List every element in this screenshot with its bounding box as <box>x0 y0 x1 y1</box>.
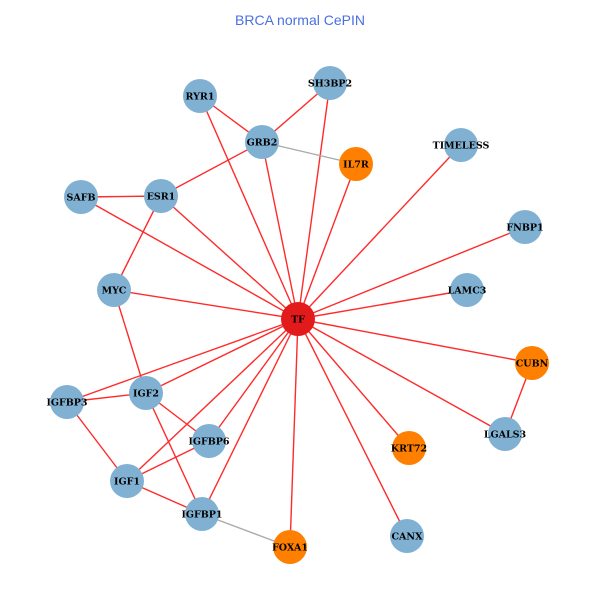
node-circle <box>183 79 217 113</box>
node-il7r[interactable]: IL7R <box>339 147 373 181</box>
node-igfbp1[interactable]: IGFBP1 <box>181 497 223 531</box>
node-igfbp3[interactable]: IGFBP3 <box>46 385 88 419</box>
node-igf1[interactable]: IGF1 <box>110 464 144 498</box>
node-fnbp1[interactable]: FNBP1 <box>506 210 544 244</box>
node-grb2[interactable]: GRB2 <box>245 125 279 159</box>
edge-esr1-myc <box>113 195 162 291</box>
node-myc[interactable]: MYC <box>97 273 131 307</box>
node-safb[interactable]: SAFB <box>64 180 98 214</box>
node-label: CUBN <box>516 359 549 370</box>
node-krt72[interactable]: KRT72 <box>391 431 427 465</box>
edge-tf-lamc3 <box>297 289 468 320</box>
node-circle <box>110 464 144 498</box>
edge-tf-foxa1 <box>289 318 299 548</box>
chart-title: BRCA normal CePIN <box>235 12 365 28</box>
node-label: GRB2 <box>247 138 278 149</box>
edge-tf-sh3bp2 <box>297 82 331 320</box>
node-circle <box>444 128 478 162</box>
edge-tf-igfbp1 <box>201 318 299 515</box>
node-esr1[interactable]: ESR1 <box>144 179 178 213</box>
node-circle <box>185 497 219 531</box>
node-lgals3[interactable]: LGALS3 <box>484 417 526 451</box>
edge-igf2-igfbp1 <box>145 392 203 515</box>
node-label: FOXA1 <box>272 543 308 554</box>
edge-tf-lgals3 <box>297 318 506 435</box>
edge-tf-ryr1 <box>199 95 299 320</box>
node-label: CANX <box>392 532 424 543</box>
node-label: IGFBP6 <box>188 437 229 448</box>
node-cubn[interactable]: CUBN <box>515 346 549 380</box>
node-label: LAMC3 <box>448 286 487 297</box>
node-label: MYC <box>102 286 127 297</box>
edge-tf-il7r <box>297 163 357 320</box>
edge-tf-igf1 <box>126 318 299 482</box>
node-igfbp6[interactable]: IGFBP6 <box>188 424 230 458</box>
node-label: IGFBP3 <box>46 398 87 409</box>
node-label: KRT72 <box>391 444 427 455</box>
node-timeless[interactable]: TIMELESS <box>433 128 490 162</box>
edge-tf-myc <box>113 289 299 320</box>
node-canx[interactable]: CANX <box>390 519 424 553</box>
node-circle <box>450 273 484 307</box>
node-circle <box>50 385 84 419</box>
node-tf[interactable]: TF <box>281 302 315 336</box>
node-circle <box>64 180 98 214</box>
node-label: FNBP1 <box>506 223 543 234</box>
node-circle <box>273 530 307 564</box>
node-lamc3[interactable]: LAMC3 <box>448 273 487 307</box>
node-ryr1[interactable]: RYR1 <box>183 79 217 113</box>
node-circle <box>390 519 424 553</box>
edge-tf-igf2 <box>145 318 299 394</box>
edge-tf-safb <box>80 196 299 320</box>
node-label: ESR1 <box>147 192 176 203</box>
node-circle <box>192 424 226 458</box>
edge-tf-timeless <box>297 144 462 320</box>
node-circle <box>392 431 426 465</box>
node-igf2[interactable]: IGF2 <box>129 376 163 410</box>
node-circle <box>144 179 178 213</box>
node-label: RYR1 <box>186 92 215 103</box>
node-circle <box>339 147 373 181</box>
node-label: SH3BP2 <box>308 79 352 90</box>
node-label: SAFB <box>66 193 95 204</box>
edge-tf-grb2 <box>261 141 299 320</box>
edge-myc-igf2 <box>113 289 147 394</box>
node-circle <box>313 66 347 100</box>
node-circle <box>97 273 131 307</box>
node-circle <box>245 125 279 159</box>
edge-tf-igfbp3 <box>66 318 299 403</box>
node-circle <box>488 417 522 451</box>
node-label: IGF1 <box>114 477 140 488</box>
edge-tf-fnbp1 <box>297 226 526 320</box>
edge-tf-krt72 <box>297 318 410 449</box>
node-label: IGFBP1 <box>181 510 222 521</box>
edge-tf-esr1 <box>160 195 299 320</box>
node-label: IL7R <box>343 160 369 171</box>
edge-tf-cubn <box>297 318 533 364</box>
node-label: TF <box>291 315 305 326</box>
node-foxa1[interactable]: FOXA1 <box>272 530 308 564</box>
edge-grb2-esr1 <box>160 141 263 197</box>
node-circle <box>129 376 163 410</box>
node-label: LGALS3 <box>484 430 526 441</box>
edge-tf-canx <box>297 318 408 537</box>
node-sh3bp2[interactable]: SH3BP2 <box>308 66 352 100</box>
edge-tf-igfbp6 <box>208 318 299 442</box>
node-label: TIMELESS <box>433 141 490 152</box>
node-circle <box>508 210 542 244</box>
node-circle <box>281 302 315 336</box>
node-circle <box>515 346 549 380</box>
node-label: IGF2 <box>133 389 159 400</box>
